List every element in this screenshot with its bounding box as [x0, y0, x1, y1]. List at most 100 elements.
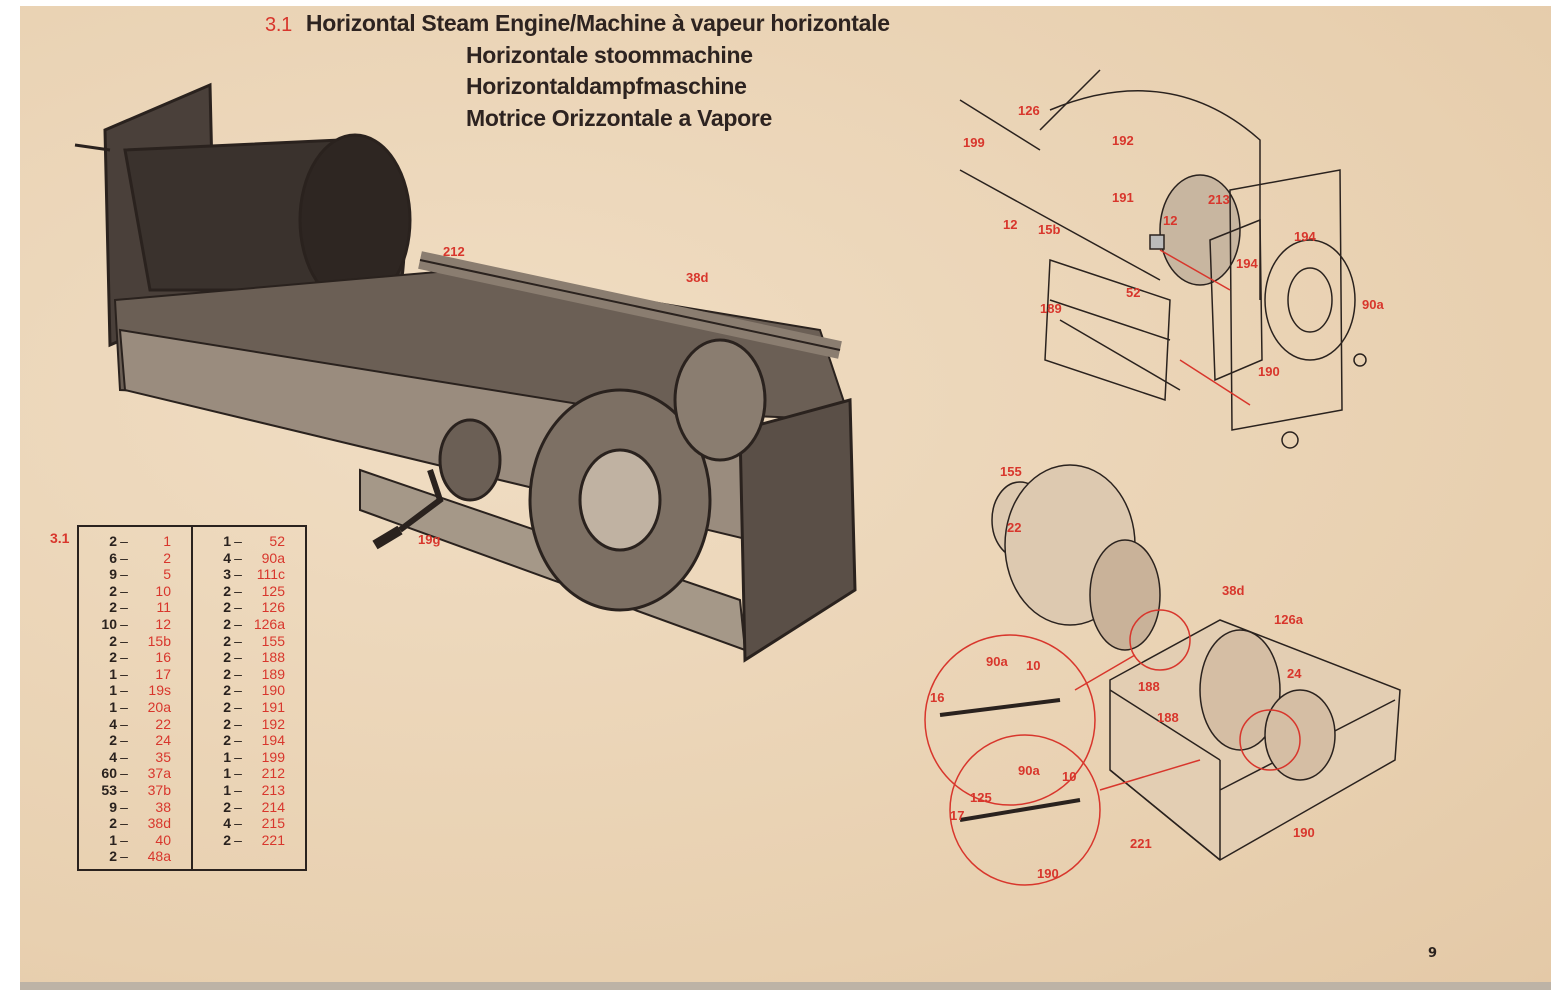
part-label: 199: [963, 135, 985, 150]
part-label: 15b: [1038, 222, 1061, 237]
part-number: 111c: [256, 566, 285, 583]
part-number: 214: [261, 798, 285, 815]
dash: –: [234, 566, 242, 583]
parts-row: 1–199: [193, 749, 305, 766]
part-quantity: 9: [109, 798, 117, 815]
dash: –: [120, 698, 128, 715]
parts-row: 2–10: [79, 583, 191, 600]
part-quantity: 2: [109, 533, 117, 549]
part-label: 191: [1112, 190, 1134, 205]
parts-row: 4–215: [193, 815, 305, 832]
dash: –: [120, 765, 128, 782]
parts-row: 1–17: [79, 666, 191, 683]
dash: –: [234, 698, 242, 715]
part-quantity: 2: [109, 649, 117, 666]
part-label: 38d: [1222, 583, 1245, 598]
part-number: 38d: [147, 815, 171, 832]
dash: –: [120, 781, 128, 798]
part-quantity: 2: [223, 798, 231, 815]
part-quantity: 2: [223, 715, 231, 732]
part-number: 126a: [253, 615, 285, 632]
dash: –: [234, 815, 242, 832]
part-number: 191: [261, 698, 285, 715]
dash: –: [120, 715, 128, 732]
part-number: 199: [261, 748, 285, 765]
part-quantity: 1: [223, 748, 231, 765]
dash: –: [120, 549, 128, 566]
parts-row: 1– 212: [193, 765, 305, 782]
parts-row: 1– 19s: [79, 682, 191, 699]
part-number: 221: [261, 831, 285, 848]
part-quantity: 2: [223, 665, 231, 682]
part-number: 52: [269, 533, 285, 549]
part-label: 194: [1294, 229, 1316, 244]
part-label: 221: [1130, 836, 1152, 851]
parts-row: 3–111c: [193, 566, 305, 583]
part-number: 194: [261, 732, 285, 749]
part-quantity: 4: [109, 748, 117, 765]
part-number: 213: [261, 781, 285, 798]
parts-row: 10–12: [79, 616, 191, 633]
part-quantity: 1: [223, 765, 231, 782]
dash: –: [234, 599, 242, 616]
parts-row: 2–189: [193, 666, 305, 683]
parts-row: 1–213: [193, 782, 305, 799]
part-label: 126a: [1274, 612, 1303, 627]
dash: –: [234, 665, 242, 682]
part-quantity: 1: [109, 682, 117, 699]
part-label: 90a: [1018, 763, 1040, 778]
part-quantity: 2: [223, 615, 231, 632]
parts-row: 2–24: [79, 732, 191, 749]
dash: –: [234, 715, 242, 732]
part-number: 188: [261, 649, 285, 666]
parts-row: 2–48a: [79, 848, 191, 865]
parts-row: 2–214: [193, 799, 305, 816]
part-number: 5: [163, 566, 171, 583]
part-quantity: 2: [223, 682, 231, 699]
part-number: 35: [155, 748, 171, 765]
parts-row: 4–22: [79, 716, 191, 733]
part-number: 90a: [261, 549, 285, 566]
dash: –: [120, 632, 128, 649]
part-quantity: 2: [223, 831, 231, 848]
parts-row: 2–38d: [79, 815, 191, 832]
part-number: 19s: [148, 682, 171, 699]
part-number: 126: [261, 599, 285, 616]
part-label: 189: [1040, 301, 1062, 316]
parts-row: 9–38: [79, 799, 191, 816]
dash: –: [234, 649, 242, 666]
parts-row: 2–16: [79, 649, 191, 666]
part-number: 17: [155, 665, 171, 682]
part-number: 16: [155, 649, 171, 666]
part-quantity: 1: [223, 533, 231, 549]
part-label: 22: [1007, 520, 1022, 535]
parts-row: 1–40: [79, 832, 191, 849]
dash: –: [234, 682, 242, 699]
part-number: 212: [261, 765, 285, 782]
parts-row: 4– 35: [79, 749, 191, 766]
dash: –: [120, 682, 128, 699]
parts-row: 4–90a: [193, 550, 305, 567]
part-quantity: 1: [223, 781, 231, 798]
dash: –: [234, 765, 242, 782]
dash: –: [120, 748, 128, 765]
part-number: 125: [261, 582, 285, 599]
part-number: 48a: [147, 848, 171, 865]
part-quantity: 2: [223, 698, 231, 715]
part-label: 213: [1208, 192, 1230, 207]
part-quantity: 2: [223, 649, 231, 666]
part-number: 11: [156, 599, 171, 616]
parts-row: 2–192: [193, 716, 305, 733]
part-quantity: 2: [223, 632, 231, 649]
part-label: 19g: [418, 532, 441, 547]
dash: –: [234, 632, 242, 649]
part-number: 37b: [147, 781, 171, 798]
parts-row: 2–11: [79, 599, 191, 616]
part-label: 125: [970, 790, 992, 805]
parts-row: 2–1: [79, 533, 191, 550]
